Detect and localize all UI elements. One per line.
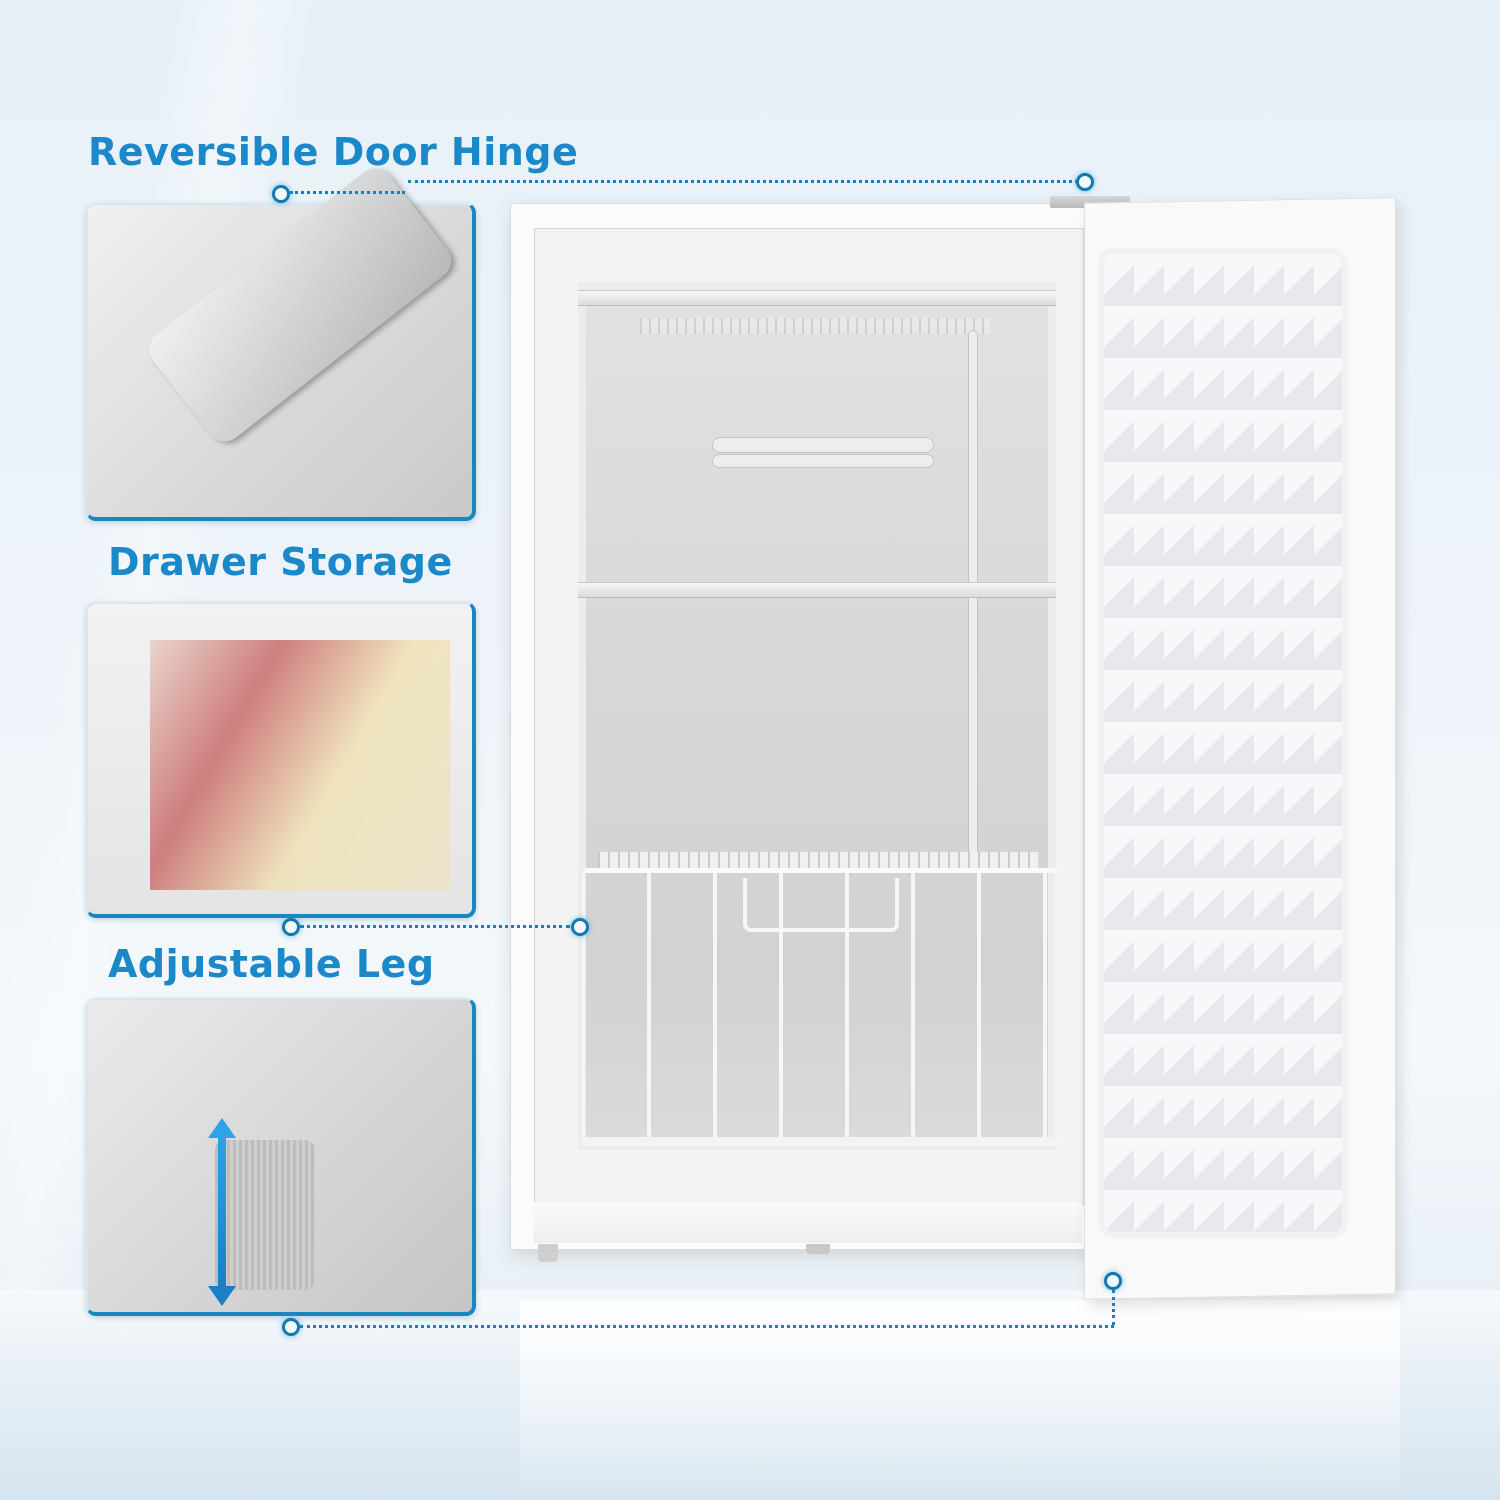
refrigerant-tube bbox=[712, 454, 934, 468]
callout-node-drawer-right bbox=[571, 918, 589, 936]
callout-node-leg-right bbox=[1104, 1272, 1122, 1290]
heading-reversible-door-hinge: Reversible Door Hinge bbox=[88, 130, 579, 174]
top-shelf bbox=[578, 290, 1056, 306]
front-foot-center bbox=[806, 1244, 830, 1254]
frozen-food-basket-icon bbox=[150, 640, 450, 890]
callout-node-hinge-left bbox=[272, 185, 290, 203]
callout-line-drawer bbox=[300, 925, 570, 928]
heading-adjustable-leg: Adjustable Leg bbox=[108, 942, 435, 986]
middle-shelf bbox=[578, 582, 1056, 598]
up-down-arrow-icon bbox=[218, 1130, 226, 1290]
kickplate bbox=[534, 1203, 1082, 1243]
arrow-down-head-icon bbox=[208, 1286, 236, 1306]
door-liner-diamond-pattern bbox=[1098, 248, 1348, 1238]
arrow-up-head-icon bbox=[208, 1118, 236, 1138]
front-foot-left bbox=[538, 1244, 558, 1262]
basket-handle[interactable] bbox=[743, 878, 899, 932]
callout-line-leg bbox=[300, 1325, 1114, 1328]
callout-node-hinge-right bbox=[1076, 173, 1094, 191]
evaporator-fins bbox=[640, 318, 990, 334]
bottom-shelf-grid bbox=[598, 852, 1038, 872]
leveling-knob-icon bbox=[215, 1140, 315, 1290]
callout-line-hinge bbox=[408, 180, 1078, 183]
wire-drawer-basket[interactable] bbox=[582, 868, 1058, 1146]
floor-reflection bbox=[520, 1300, 1400, 1500]
callout-line-leg-vertical bbox=[1112, 1290, 1115, 1325]
callout-line-hinge bbox=[290, 191, 405, 194]
callout-node-drawer-left bbox=[282, 918, 300, 936]
callout-node-leg-left bbox=[282, 1318, 300, 1336]
heading-drawer-storage: Drawer Storage bbox=[108, 540, 453, 584]
refrigerant-tube bbox=[712, 437, 934, 453]
